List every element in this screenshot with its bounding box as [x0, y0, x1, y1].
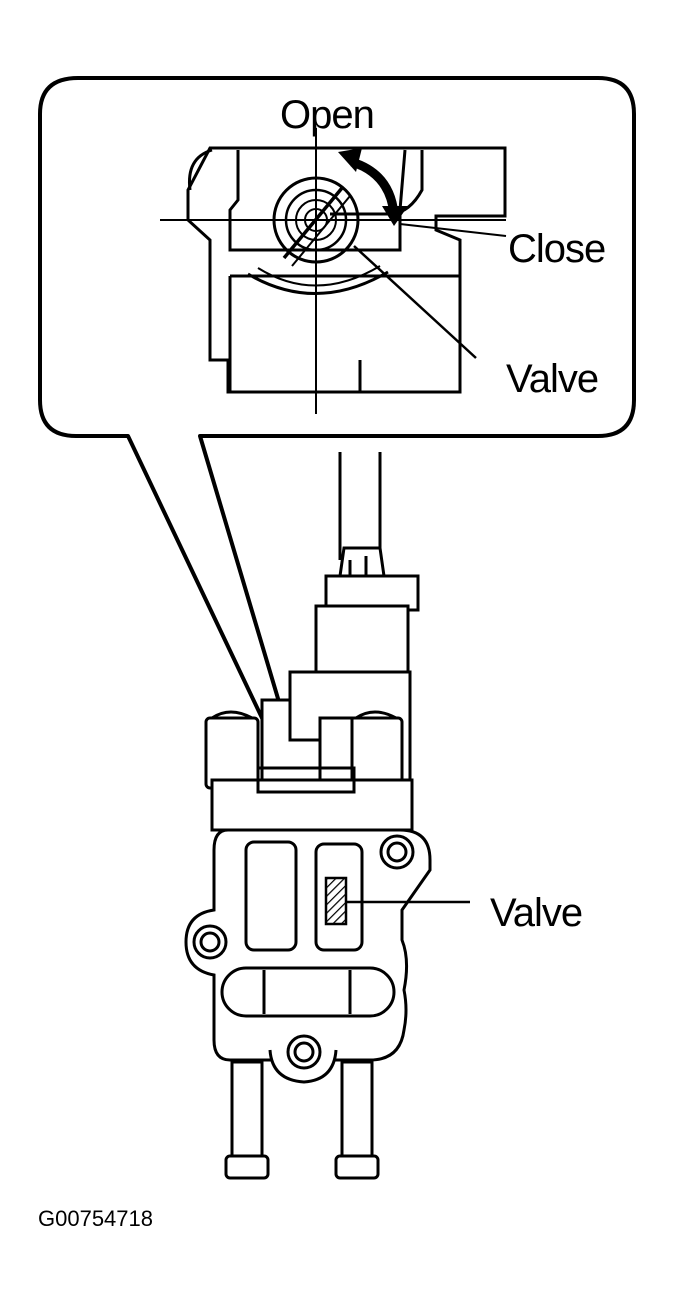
valve-assembly	[184, 452, 432, 1180]
open-label: Open	[280, 93, 374, 137]
figure-id: G00754718	[38, 1206, 153, 1231]
valve-main-label: Valve	[490, 891, 582, 935]
valve-detail-view	[160, 128, 507, 414]
callout-bubble	[38, 76, 636, 842]
valve-plate	[324, 876, 348, 926]
close-label: Close	[508, 227, 605, 271]
rotation-arrow-icon	[338, 148, 408, 226]
valve-detail-label: Valve	[506, 357, 598, 401]
